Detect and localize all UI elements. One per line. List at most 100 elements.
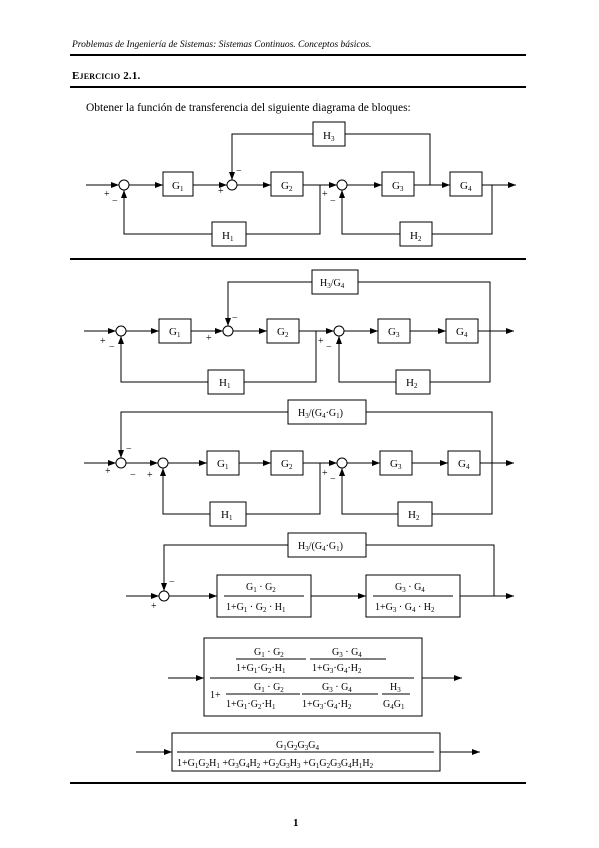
diagram-original: G1 G2 G3 G4 H3 − + H1 + − H2 + −	[86, 121, 516, 247]
svg-text:−: −	[126, 444, 132, 455]
block-g3	[377, 318, 411, 344]
block-g3-label: G3	[392, 180, 404, 193]
svg-text:G4G1: G4G1	[383, 699, 405, 711]
block-h3-over-g4	[311, 269, 359, 295]
block-g1	[158, 318, 192, 344]
svg-text:−: −	[236, 166, 242, 177]
block-g3-label: G3	[390, 458, 402, 471]
svg-text:−: −	[326, 342, 332, 353]
final-numerator: G1G2G3G4	[276, 740, 319, 752]
page-number: 1	[293, 817, 299, 829]
header-rule	[70, 54, 526, 56]
svg-text:H3: H3	[390, 682, 401, 694]
block-g1-label: G1	[169, 326, 181, 339]
summing-junction-0	[115, 457, 127, 469]
block-g4-label: G4	[456, 326, 468, 339]
final-denominator: 1+G1G2H1 +G3G4H2 +G2G3H3 +G1G2G3G4H1H2	[177, 758, 374, 770]
diagram-step-2: G1 G2 G3 G4 H3/(G4·G1) − + − + H1 H2 + −	[84, 399, 514, 527]
diagram-step-1: G1 G2 G3 G4 H3/G4 − + H1 + − H2 + −	[84, 269, 514, 395]
block-g4	[447, 450, 481, 476]
block-g2	[270, 450, 304, 476]
svg-text:H3/(G4·G1): H3/(G4·G1)	[298, 541, 343, 553]
block-g1	[206, 450, 240, 476]
block-g2-label: G2	[281, 180, 293, 193]
svg-text:1+G1 · G2 · H1: 1+G1 · G2 · H1	[226, 602, 286, 614]
summing-junction-1	[118, 179, 130, 191]
svg-text:1+G3 · G4 · H2: 1+G3 · G4 · H2	[375, 602, 435, 614]
svg-text:1+G3·G4·H2: 1+G3·G4·H2	[312, 663, 362, 675]
block-h3-over-g4g1	[287, 532, 367, 558]
diagram-step-4: G1 · G2 G3 · G4 1+G1·G2·H1 1+G3·G4·H2 G1…	[168, 637, 462, 717]
bottom-rule	[70, 782, 526, 784]
block-g2	[266, 318, 300, 344]
summing-junction-3	[336, 179, 348, 191]
svg-text:G1 · G2: G1 · G2	[254, 682, 284, 694]
block-g4	[449, 171, 483, 197]
svg-text:+: +	[104, 189, 110, 200]
block-g4	[445, 318, 479, 344]
block-g2-label: G2	[281, 458, 293, 471]
block-h1-label: H1	[219, 377, 231, 390]
svg-text:1+: 1+	[210, 690, 221, 701]
summing-junction-3	[333, 325, 345, 337]
block-g1-label: G1	[172, 180, 184, 193]
svg-text:+: +	[318, 336, 324, 347]
svg-text:G3 · G4: G3 · G4	[395, 582, 425, 594]
block-h1-label: H1	[222, 230, 234, 243]
summing-junction-1	[157, 457, 169, 469]
svg-text:+: +	[206, 333, 212, 344]
summing-junction-3	[336, 457, 348, 469]
svg-text:1+G3·G4·H2: 1+G3·G4·H2	[302, 699, 352, 711]
block-h3-over-g4-label: H3/G4	[320, 278, 345, 290]
svg-text:−: −	[232, 313, 238, 324]
svg-text:−: −	[330, 474, 336, 485]
block-h3-over-g4g1-label: H3/(G4·G1)	[298, 408, 343, 420]
svg-text:−: −	[112, 196, 118, 207]
block-h2-label: H2	[406, 377, 418, 390]
svg-text:+: +	[105, 466, 111, 477]
svg-text:−: −	[130, 470, 136, 481]
block-h3-over-g4g1	[287, 399, 367, 425]
block-g3	[381, 171, 415, 197]
block-h1	[211, 221, 247, 247]
summing-junction	[158, 590, 170, 602]
svg-text:+: +	[322, 468, 328, 479]
block-g1	[162, 171, 194, 197]
block-h2-label: H2	[410, 230, 422, 243]
block-h3-label: H3	[323, 130, 335, 143]
block-h1-label: H1	[221, 509, 233, 522]
block-g4-label: G4	[460, 180, 472, 193]
block-g1-label: G1	[217, 458, 229, 471]
block-g4-label: G4	[458, 458, 470, 471]
running-header: Problemas de Ingeniería de Sistemas: Sis…	[72, 40, 372, 50]
svg-text:G1 · G2: G1 · G2	[246, 582, 276, 594]
svg-text:+: +	[100, 336, 106, 347]
svg-text:1+G1·G2·H1: 1+G1·G2·H1	[236, 663, 286, 675]
separator-rule	[70, 258, 526, 260]
svg-text:+: +	[322, 189, 328, 200]
svg-text:+: +	[151, 601, 157, 612]
block-h2-label: H2	[408, 509, 420, 522]
diagram-step-3: G1 · G2 1+G1 · G2 · H1 G3 · G4 1+G3 · G4…	[126, 532, 514, 618]
svg-text:G1 · G2: G1 · G2	[254, 647, 284, 659]
block-h1	[207, 369, 245, 395]
svg-text:1+G1·G2·H1: 1+G1·G2·H1	[226, 699, 276, 711]
svg-text:+: +	[147, 470, 153, 481]
block-g2	[270, 171, 304, 197]
svg-text:−: −	[330, 196, 336, 207]
svg-text:+: +	[218, 186, 224, 197]
block-g2-label: G2	[277, 326, 289, 339]
block-h2	[395, 369, 431, 395]
svg-text:G3 · G4: G3 · G4	[322, 682, 352, 694]
summing-junction-1	[115, 325, 127, 337]
problem-statement: Obtener la función de transferencia del …	[86, 102, 411, 114]
summing-junction-2	[226, 179, 238, 191]
exercise-title: Ejercicio 2.1.	[72, 70, 141, 82]
svg-text:−: −	[109, 342, 115, 353]
block-g3-label: G3	[388, 326, 400, 339]
block-intermediate-expression	[203, 637, 423, 717]
svg-text:−: −	[169, 577, 175, 588]
diagram-final: G1G2G3G4 1+G1G2H1 +G3G4H2 +G2G3H3 +G1G2G…	[136, 732, 480, 772]
title-rule	[70, 86, 526, 88]
